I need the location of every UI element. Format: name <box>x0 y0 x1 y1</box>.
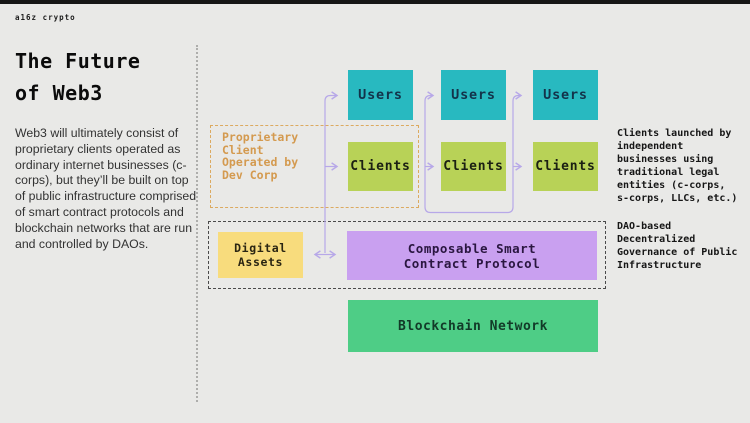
proprietary-client-group-label: Proprietary Client Operated by Dev Corp <box>222 130 299 182</box>
clients-box-1: Clients <box>348 142 413 191</box>
digital-assets-box: Digital Assets <box>218 232 303 278</box>
top-accent-bar <box>0 0 750 4</box>
intro-paragraph: Web3 will ultimately consist of propriet… <box>15 126 197 251</box>
clients-annotation: Clients launched by independent business… <box>617 128 738 204</box>
dao-annotation: DAO-based Decentralized Governance of Pu… <box>617 221 738 271</box>
clients-box-2: Clients <box>441 142 506 191</box>
smart-contract-protocol-box: Composable Smart Contract Protocol <box>347 231 597 280</box>
clients-box-3: Clients <box>533 142 598 191</box>
slide-title: The Future of Web3 <box>15 49 141 105</box>
proprietary-client-group-outline <box>210 125 419 208</box>
public-infrastructure-group-outline <box>208 221 606 289</box>
users-box-3: Users <box>533 70 598 120</box>
vertical-dotted-divider <box>196 45 198 402</box>
blockchain-network-box: Blockchain Network <box>348 300 598 352</box>
users-box-2: Users <box>441 70 506 120</box>
users-box-1: Users <box>348 70 413 120</box>
brand-logo: a16z crypto <box>15 13 76 22</box>
